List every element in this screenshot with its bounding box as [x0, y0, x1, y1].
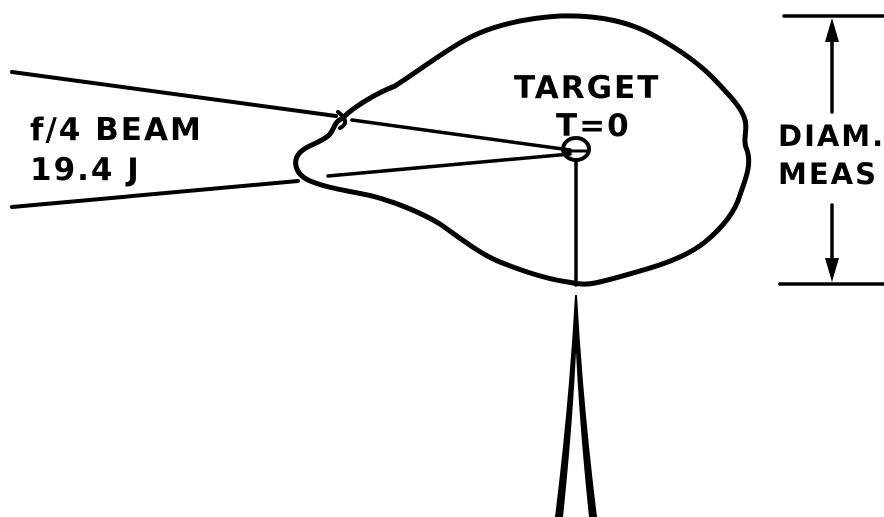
- plasma-plume-outline: [293, 13, 752, 287]
- target-support-taper: [554, 294, 598, 517]
- diameter-label-line2: MEAS: [778, 157, 878, 191]
- target-label-line2: T=0: [556, 108, 631, 144]
- beam-label-line2: 19.4 J: [30, 152, 141, 188]
- diameter-arrowhead-down-icon: [825, 258, 839, 282]
- target-label-line1: TARGET: [514, 70, 660, 106]
- diameter-arrowhead-up-icon: [825, 18, 839, 42]
- beam-label-line1: f/4 BEAM: [30, 112, 203, 148]
- beam-lower-converging-line: [326, 152, 572, 178]
- beam-upper-edge-line: [10, 70, 338, 118]
- beam-lower-edge-line: [10, 179, 300, 209]
- diameter-label-line1: DIAM.: [778, 119, 884, 153]
- plume-notch: [336, 110, 347, 130]
- beam-upper-converging-line: [350, 118, 572, 152]
